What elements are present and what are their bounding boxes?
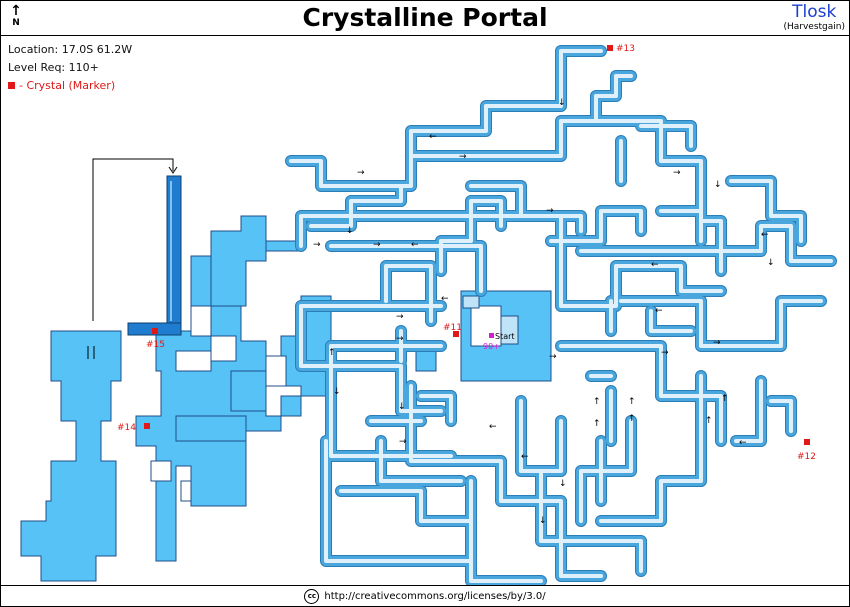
arrow-icon: ← (521, 452, 529, 462)
marker-label: #12 (797, 452, 816, 462)
arrow-icon: ← (411, 240, 419, 250)
creative-commons-icon: cc (304, 588, 320, 604)
location-text: Location: 17.0S 61.2W (8, 43, 133, 56)
info-panel: Location: 17.0S 61.2W Level Req: 110+ - … (8, 41, 132, 95)
legend-marker-label: - Crystal (Marker) (19, 79, 116, 92)
marker-label: #15 (146, 340, 165, 350)
page-title: Crystalline Portal (302, 3, 548, 32)
legend-marker: - Crystal (Marker) (8, 77, 132, 95)
arrow-icon: ↓ (714, 180, 722, 190)
arrow-icon: → (313, 240, 321, 250)
arrow-icon: ↓ (333, 387, 341, 397)
arrow-icon: ← (655, 306, 663, 316)
portal-arrow-icon (168, 166, 178, 174)
arrow-icon: ↓ (558, 98, 566, 108)
crystal-markers (144, 45, 810, 445)
start-label: Start (495, 332, 515, 341)
corridor-inner (289, 49, 833, 583)
arrow-icon: ↓ (398, 402, 406, 412)
arrow-icon: ← (441, 294, 449, 304)
level-requirement: Level Req: 110+ (8, 61, 99, 74)
room-marks (87, 346, 95, 359)
arrow-icon: ↓ (767, 258, 775, 268)
arrow-icon: ↑ (628, 397, 636, 407)
compass-letter: N (12, 18, 20, 28)
start-level-label: 90+ (483, 342, 500, 351)
arrow-icon: ← (429, 132, 437, 142)
marker-square-icon (152, 328, 158, 334)
marker-label: #14 (117, 423, 136, 433)
arrow-icon: → (549, 352, 557, 362)
marker-square-icon (804, 439, 810, 445)
teleport-shaft (127, 175, 182, 336)
arrow-icon: ↓ (539, 516, 547, 526)
arrow-icon: → (396, 312, 404, 322)
arrow-icon: → (713, 338, 721, 348)
arrow-icon: → (459, 152, 467, 162)
marker-square-icon (453, 331, 459, 337)
marker-square-icon (607, 45, 613, 51)
marker-label: #11 (443, 323, 462, 333)
arrow-icon: ← (489, 422, 497, 432)
marker-label: #13 (616, 44, 635, 54)
arrow-icon: ↑ (593, 419, 601, 429)
arrow-icon: ↑ (705, 416, 713, 426)
author-name: Tlosk (792, 2, 837, 22)
compass: ↑ N (6, 4, 26, 32)
author-note: (Harvestgain) (783, 22, 845, 32)
arrow-icon: ← (761, 230, 769, 240)
arrow-icon: → (373, 240, 381, 250)
center-tiles (462, 295, 519, 345)
arrow-icon: ↑ (721, 394, 729, 404)
header: ↑ N Crystalline Portal Tlosk (Harvestgai… (1, 1, 849, 36)
marker-labels: #11 #12 #13 #14 #15 (117, 44, 816, 462)
arrow-icon: → (661, 348, 669, 358)
north-arrow-icon: ↑ (10, 3, 22, 19)
dungeon-map: → ← → ↓ → ↓ → → ↓ → ← ← ↓ ← → ← ↑ → ← → … (20, 44, 849, 585)
direction-arrows: → ← → ↓ → ↓ → → ↓ → ← ← ↓ ← → ← ↑ → ← → … (313, 98, 775, 526)
arrow-icon: ↑ (328, 348, 336, 358)
marker-square-icon (8, 82, 15, 89)
arrow-icon: ↓ (559, 479, 567, 489)
arrow-icon: → (357, 168, 365, 178)
arrow-icon: ↑ (628, 414, 636, 424)
arrow-icon: ↑ (593, 397, 601, 407)
footer: cc http://creativecommons.org/licenses/by… (1, 585, 849, 607)
start-marker-icon (489, 333, 494, 338)
arrow-icon: ↓ (346, 226, 354, 236)
arrow-icon: → (396, 334, 404, 344)
arrow-icon: ← (651, 260, 659, 270)
arrow-icon: → (673, 168, 681, 178)
arrow-icon: ← (739, 438, 747, 448)
author-block: Tlosk (Harvestgain) (783, 2, 845, 33)
license-link[interactable]: http://creativecommons.org/licenses/by/3… (324, 591, 546, 602)
arrow-icon: → (399, 437, 407, 447)
room-voids (150, 305, 502, 502)
portal-line (92, 158, 174, 321)
arrow-icon: → (546, 206, 554, 216)
marker-square-icon (144, 423, 150, 429)
